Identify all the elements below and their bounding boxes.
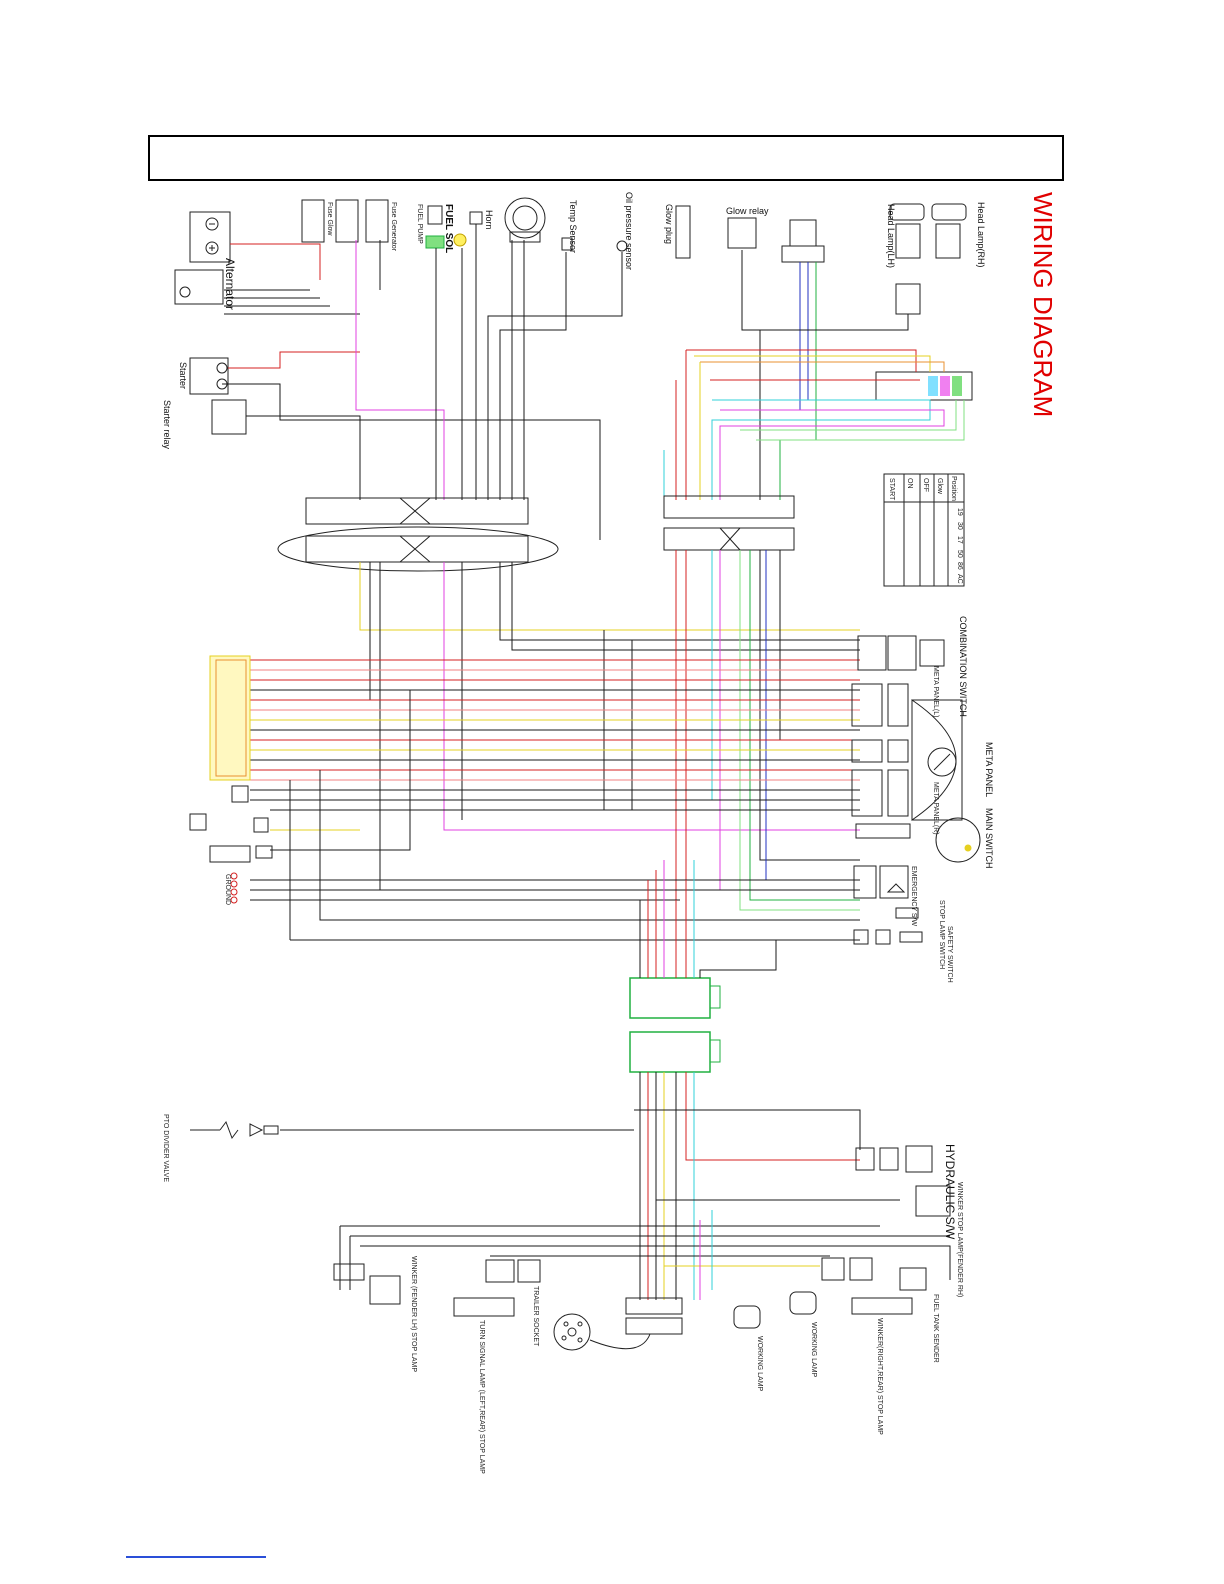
pto-divider-valve: PTO DIVIDER VALVE	[162, 1114, 279, 1182]
horn: Horn	[469, 210, 494, 230]
ignition-header: Position	[950, 476, 957, 501]
diagram-title: WIRING DIAGRAM	[1028, 192, 1058, 417]
emergency-switch: EMERGENCY S/W	[853, 865, 917, 927]
head-lamp-lh-label: Head Lamp(LH)	[886, 204, 896, 268]
meta-panel: META PANEL META PANEL(L) META PANEL(R)	[851, 666, 994, 835]
oil-pressure-label: Oil pressure sensor	[624, 192, 634, 270]
ignition-col-17: 17	[956, 536, 963, 544]
green-connector-upper	[629, 977, 721, 1019]
alternator-label: Alternator	[223, 258, 237, 310]
central-connector-left	[277, 497, 559, 572]
working-lamp-2-label: WORKING LAMP	[756, 1336, 763, 1392]
combination-switch-label: COMBINATION SWITCH	[958, 616, 968, 717]
working-lamp-1-label: WORKING LAMP	[810, 1322, 817, 1378]
starter-relay: Starter relay	[162, 399, 247, 450]
ignition-table: Position Glow OFF ON START 19 30 17 50 8…	[883, 473, 965, 587]
winker-stop-lamp-lh: WINKER (FENDER LH) STOP LAMP	[333, 1256, 417, 1372]
wires-middle	[250, 550, 860, 941]
winker-right-rear-label: WINKER(RIGHT,REAR) STOP LAMP	[876, 1318, 883, 1435]
meta-panel-l-label: META PANEL(L)	[932, 666, 939, 717]
starter-relay-label: Starter relay	[162, 400, 172, 450]
pto-divider-label: PTO DIVIDER VALVE	[162, 1114, 169, 1182]
main-switch-label: MAIN SWITCH	[984, 808, 994, 869]
stop-lamp-switch-label: STOP LAMP SWITCH	[938, 900, 945, 969]
safety-switch: SAFETY SWITCH	[853, 926, 953, 983]
head-lamps: Head Lamp(RH) Head Lamp(LH)	[886, 202, 986, 315]
fuse-box	[875, 371, 973, 401]
ignition-col-ac: AC	[956, 574, 963, 584]
ignition-col-30: 30	[956, 522, 963, 530]
fuel-solenoid: FUEL SOL FUEL PUMP	[416, 204, 467, 253]
turn-signal-left-rear: TURN SIGNAL LAMP (LEFT,REAR) STOP LAMP	[453, 1259, 541, 1474]
glow-relay-label: Glow relay	[726, 206, 769, 216]
trailer-socket-label: TRAILER SOCKET	[532, 1286, 539, 1347]
ignition-row-on: ON	[906, 478, 913, 489]
working-lamps: WORKING LAMP WORKING LAMP	[733, 1291, 817, 1392]
glow-relay: Glow relay	[726, 206, 769, 249]
left-small-components: GROUND	[189, 785, 273, 905]
fuel-pump-label: FUEL PUMP	[416, 204, 423, 244]
alternator: Alternator	[174, 258, 237, 310]
horn-label: Horn	[484, 210, 494, 230]
stop-lamp-switch: STOP LAMP SWITCH	[895, 900, 945, 969]
safety-switch-label: SAFETY SWITCH	[946, 926, 953, 983]
header-box	[148, 135, 1064, 181]
ignition-col-86: 86	[956, 562, 963, 570]
ignition-row-glow: Glow	[936, 478, 943, 495]
temp-sensor-label: Temp Sensor	[568, 200, 578, 253]
ignition-row-off: OFF	[922, 478, 929, 492]
glow-plug-label: Glow plug	[664, 204, 674, 244]
turn-signal-left-label: TURN SIGNAL LAMP (LEFT,REAR) STOP LAMP	[478, 1320, 485, 1474]
central-connector-right	[663, 495, 795, 551]
battery	[189, 211, 231, 263]
fuel-tank-sender: FUEL TANK SENDER	[899, 1267, 939, 1363]
ground-label: GROUND	[224, 874, 231, 905]
rotary-component	[504, 197, 546, 243]
fuse-block: Fuse Glow Fuse Generator	[301, 199, 397, 252]
ignition-col-50: 50	[956, 550, 963, 558]
head-lamp-rh-label: Head Lamp(RH)	[976, 202, 986, 268]
temp-sensor: Temp Sensor	[561, 200, 578, 253]
fuel-tank-sender-label: FUEL TANK SENDER	[932, 1294, 939, 1363]
oil-pressure-sensor: Oil pressure sensor	[616, 192, 634, 270]
fuse-generator-label: Fuse Generator	[390, 202, 397, 252]
left-connector-block	[209, 655, 251, 781]
winker-lh-label: WINKER (FENDER LH) STOP LAMP	[410, 1256, 417, 1372]
main-switch: MAIN SWITCH	[855, 808, 994, 869]
winker-stop-lamp-rh: WINKER STOP LAMP(FENDER RH)	[915, 1182, 963, 1297]
footer-link-underline[interactable]	[126, 1556, 266, 1558]
ignition-row-start: START	[888, 478, 895, 501]
meta-panel-label: META PANEL	[984, 742, 994, 797]
winker-rh-label: WINKER STOP LAMP(FENDER RH)	[956, 1182, 963, 1297]
meta-panel-r-label: META PANEL(R)	[932, 782, 939, 835]
rear-connectors	[625, 1297, 683, 1335]
wires-top	[222, 224, 965, 540]
green-connector-lower	[629, 1031, 721, 1073]
combination-switch: COMBINATION SWITCH	[857, 616, 968, 717]
wires-lower	[280, 860, 951, 1300]
fuel-sol-label: FUEL SOL	[443, 204, 454, 253]
winker-right-rear: WINKER(RIGHT,REAR) STOP LAMP	[821, 1257, 913, 1435]
trailer-socket: TRAILER SOCKET	[532, 1286, 651, 1351]
starter: Starter	[178, 357, 229, 395]
ignition-col-19: 19	[956, 508, 963, 516]
emergency-sw-label: EMERGENCY S/W	[910, 866, 917, 927]
glow-plugs: Glow plug	[664, 204, 691, 259]
starter-label: Starter	[178, 362, 188, 389]
relay	[781, 219, 825, 263]
fuse-glow-label: Fuse Glow	[326, 202, 333, 236]
